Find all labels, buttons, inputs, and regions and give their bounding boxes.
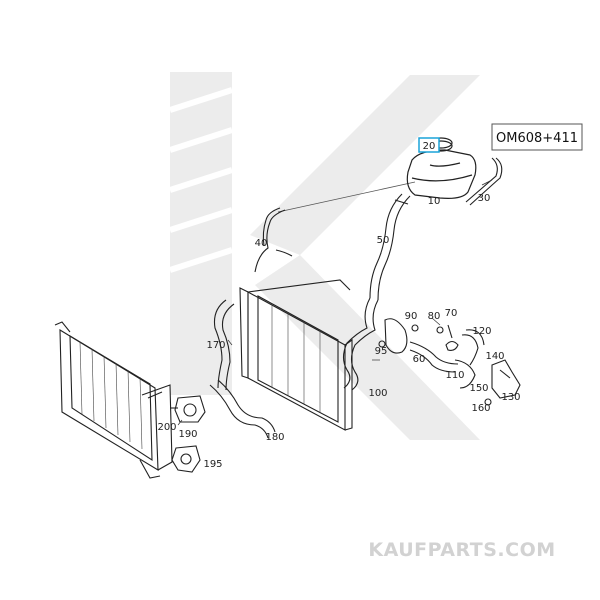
label-leaders xyxy=(177,317,441,426)
label-110: 110 xyxy=(445,370,464,381)
expansion-tank xyxy=(406,149,477,199)
label-180: 180 xyxy=(265,432,284,443)
label-150: 150 xyxy=(469,383,488,394)
label-30: 30 xyxy=(478,193,491,204)
upper-return-hose xyxy=(465,157,503,206)
left-radiator xyxy=(54,321,173,479)
label-70: 70 xyxy=(445,308,458,319)
label-170: 170 xyxy=(206,340,225,351)
middle-radiator-fins xyxy=(271,304,321,412)
water-pump-190 xyxy=(170,395,206,423)
hose-170-180 xyxy=(209,299,276,439)
model-code: OM608+411 xyxy=(496,131,578,146)
label-160: 160 xyxy=(471,403,490,414)
k-logo-stripes xyxy=(169,87,233,273)
label-80: 80 xyxy=(428,311,441,322)
left-radiator-fins xyxy=(79,341,143,450)
hose-50 xyxy=(369,193,411,301)
label-140: 140 xyxy=(485,351,504,362)
middle-radiator xyxy=(239,279,353,431)
hose-120 xyxy=(461,329,485,366)
hose-95-fitting xyxy=(378,318,408,354)
k-logo-watermark xyxy=(170,72,480,440)
bracket-130-140 xyxy=(484,359,521,406)
label-195: 195 xyxy=(203,459,222,470)
hose-40 xyxy=(254,207,293,273)
label-95: 95 xyxy=(375,346,388,357)
label-10: 10 xyxy=(428,196,441,207)
highlight-box xyxy=(418,137,440,153)
label-100: 100 xyxy=(368,388,387,399)
label-120: 120 xyxy=(472,326,491,337)
label-90: 90 xyxy=(405,311,418,322)
hose-100 xyxy=(342,297,379,391)
return-hose-leader xyxy=(481,179,493,186)
valve-195 xyxy=(171,445,201,473)
label-50: 50 xyxy=(377,235,390,246)
label-40: 40 xyxy=(255,238,268,249)
label-60: 60 xyxy=(413,354,426,365)
watermark-text: KAUFPARTS.COM xyxy=(368,539,555,561)
label-130: 130 xyxy=(501,392,520,403)
leader-line xyxy=(277,181,416,213)
fittings-70-80-90 xyxy=(411,324,459,351)
label-190: 190 xyxy=(178,429,197,440)
label-20: 20 xyxy=(423,141,436,152)
model-code-box xyxy=(491,123,583,151)
label-200: 200 xyxy=(157,422,176,433)
hose-60-110 xyxy=(409,341,476,389)
